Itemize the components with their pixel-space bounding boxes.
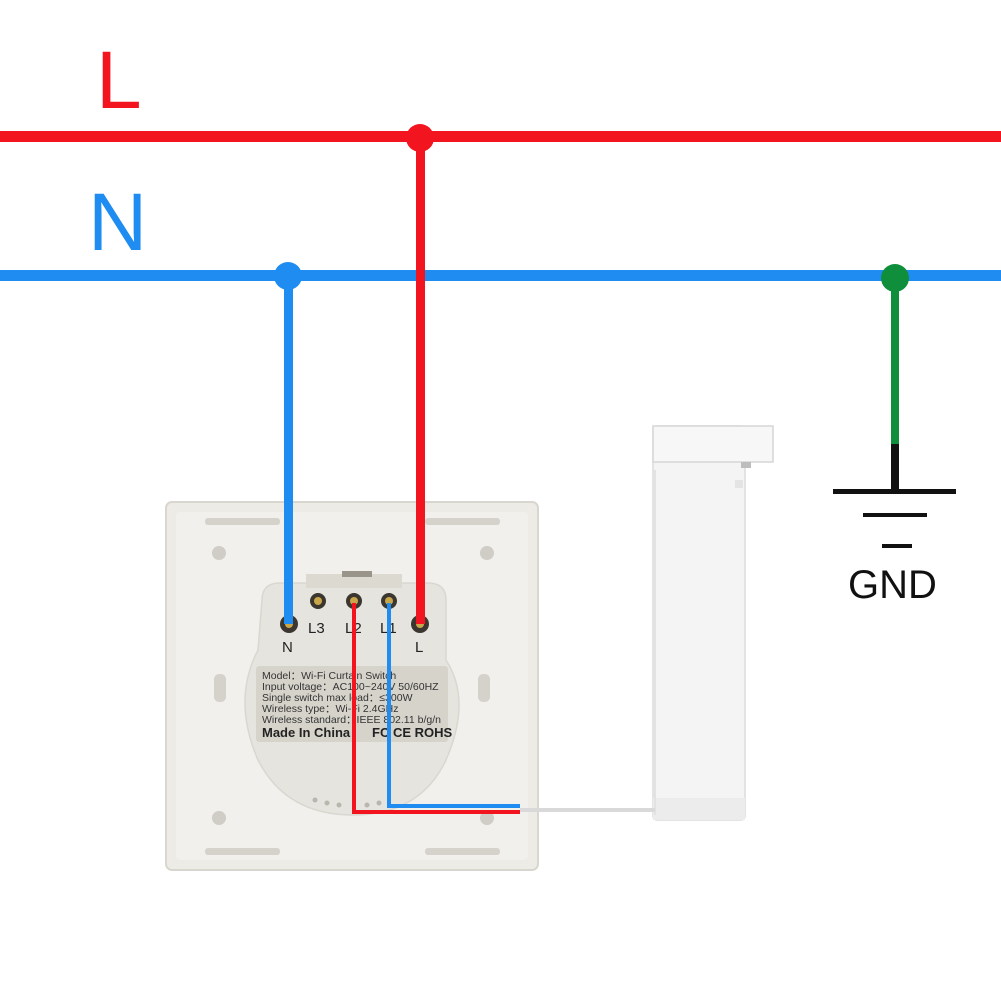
nameplate-certifications: FC CE ROHS [372,725,453,740]
live-bus-line [0,131,1001,142]
nameplate-wireless-standard: Wireless standard：IEEE 802.11 b/g/n [262,714,441,726]
l1-motor-wire [387,603,520,808]
curtain-motor [652,425,774,821]
terminal-label-l: L [415,639,423,656]
live-junction-dot [406,124,434,152]
ground-junction-dot [881,264,909,292]
live-bus-label: L [96,35,142,126]
nameplate-model: Model：Wi-Fi Curtain Switch [262,670,396,682]
ground-label: GND [848,563,937,607]
ground-connection [833,264,956,548]
ground-symbol [833,489,956,494]
l2-motor-wire [352,603,520,814]
neutral-wire [274,262,302,624]
terminal-label-l3: L3 [308,620,325,637]
neutral-bus-line [0,270,1001,281]
terminal-label-n: N [282,639,293,656]
ground-wire [891,278,899,444]
nameplate-made-in: Made In China [262,725,351,740]
nameplate-voltage: Input voltage：AC100~240V 50/60HZ [262,681,439,693]
neutral-bus-label: N [88,177,147,268]
neutral-junction-dot [274,262,302,290]
live-wire [406,124,434,624]
nameplate-load: Single switch max load：≤300W [262,692,413,704]
nameplate-wireless-type: Wireless type：Wi-Fi 2.4GHz [262,703,399,715]
